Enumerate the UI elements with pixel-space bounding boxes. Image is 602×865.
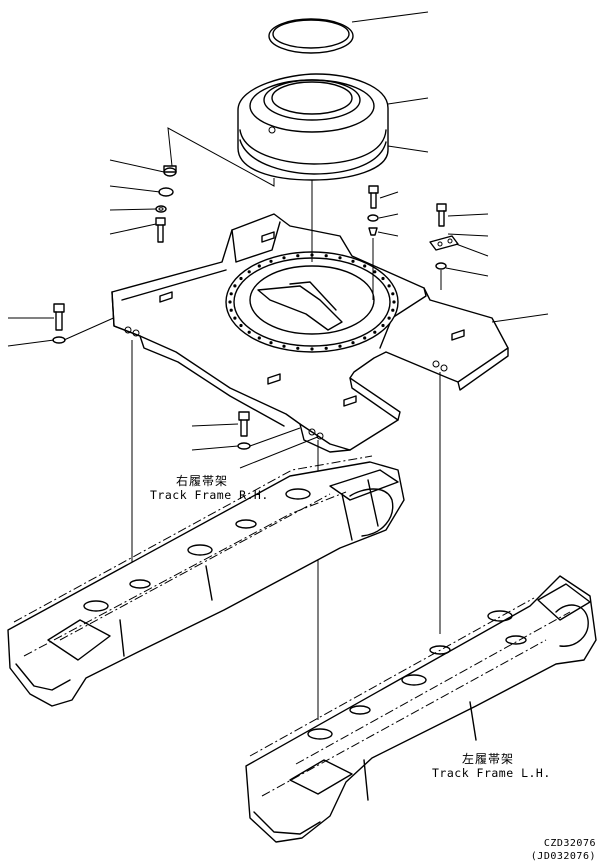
bolt-hole (381, 323, 385, 328)
bolt-hole (351, 341, 355, 345)
bolt-left-lower (52, 303, 66, 344)
bolt-hole (228, 300, 232, 304)
bolt-hole (282, 256, 286, 260)
washer-left-1 (158, 187, 174, 197)
bolt-hole (229, 308, 233, 312)
bolt-hole (391, 308, 395, 312)
bolt-hole (373, 330, 377, 334)
center-cover (237, 73, 389, 181)
bolt-hole (373, 270, 377, 274)
drawing-code: CZD32076 (543, 838, 596, 849)
bolt-hole (229, 292, 233, 296)
bolt-hole (310, 347, 314, 351)
bolt-hole (233, 284, 237, 288)
bolt-hole (239, 276, 243, 281)
drawing-code-alt: (JD032076) (530, 851, 596, 862)
track-frame-rh (7, 455, 405, 707)
bolt-hole (247, 330, 251, 334)
bolt-hole (269, 259, 273, 263)
leader-cover-2 (387, 145, 429, 153)
bolt-hole (351, 259, 355, 263)
cap-left (163, 165, 177, 177)
leader-seal-ring (351, 11, 429, 23)
leader-bolt-upper (109, 223, 157, 235)
leader-washer-2 (109, 208, 157, 211)
bolt-hole (363, 336, 367, 340)
bolt-hole (239, 323, 243, 328)
track-frame-lh-jp-label: 左履帯架 (462, 752, 515, 766)
bolt-hole (257, 264, 261, 268)
bolt-hole (296, 254, 300, 258)
leader-cover-1 (387, 97, 429, 105)
track-frame-rh-en-label: Track Frame R.H. (150, 488, 269, 502)
leader-cover-long (167, 127, 275, 187)
bolt-hole (391, 292, 395, 296)
main-frame (111, 213, 509, 453)
track-frame-rh-jp-label: 右履帯架 (176, 474, 229, 488)
seal-ring (268, 18, 354, 54)
bolt-left-upper (155, 217, 166, 243)
leader-frame (491, 313, 549, 323)
bolt-hole (338, 256, 342, 260)
swing-circle-holes (228, 253, 396, 351)
bolt-hole (387, 316, 391, 320)
washer-left-2 (155, 205, 167, 213)
track-frame-lh-en-label: Track Frame L.H. (432, 766, 551, 780)
bolt-hole (269, 341, 273, 345)
bolt-center-right (367, 185, 379, 236)
frame-mount-bosses (124, 326, 448, 440)
bolt-hole (381, 276, 385, 281)
bolt-hole (233, 316, 237, 320)
bolt-hole (324, 346, 328, 350)
bolt-center (237, 411, 251, 450)
leader-washer-1 (109, 185, 161, 193)
bolt-far-right (429, 203, 459, 270)
bolt-hole (338, 344, 342, 348)
bolt-hole (257, 336, 261, 340)
bolt-hole (387, 284, 391, 288)
bolt-hole (247, 270, 251, 274)
bolt-hole (324, 254, 328, 258)
leader-cap (109, 159, 165, 173)
bolt-hole (282, 344, 286, 348)
bolt-hole (296, 346, 300, 350)
track-frame-lh (245, 575, 597, 843)
bolt-hole (363, 264, 367, 268)
bolt-hole (392, 300, 396, 304)
